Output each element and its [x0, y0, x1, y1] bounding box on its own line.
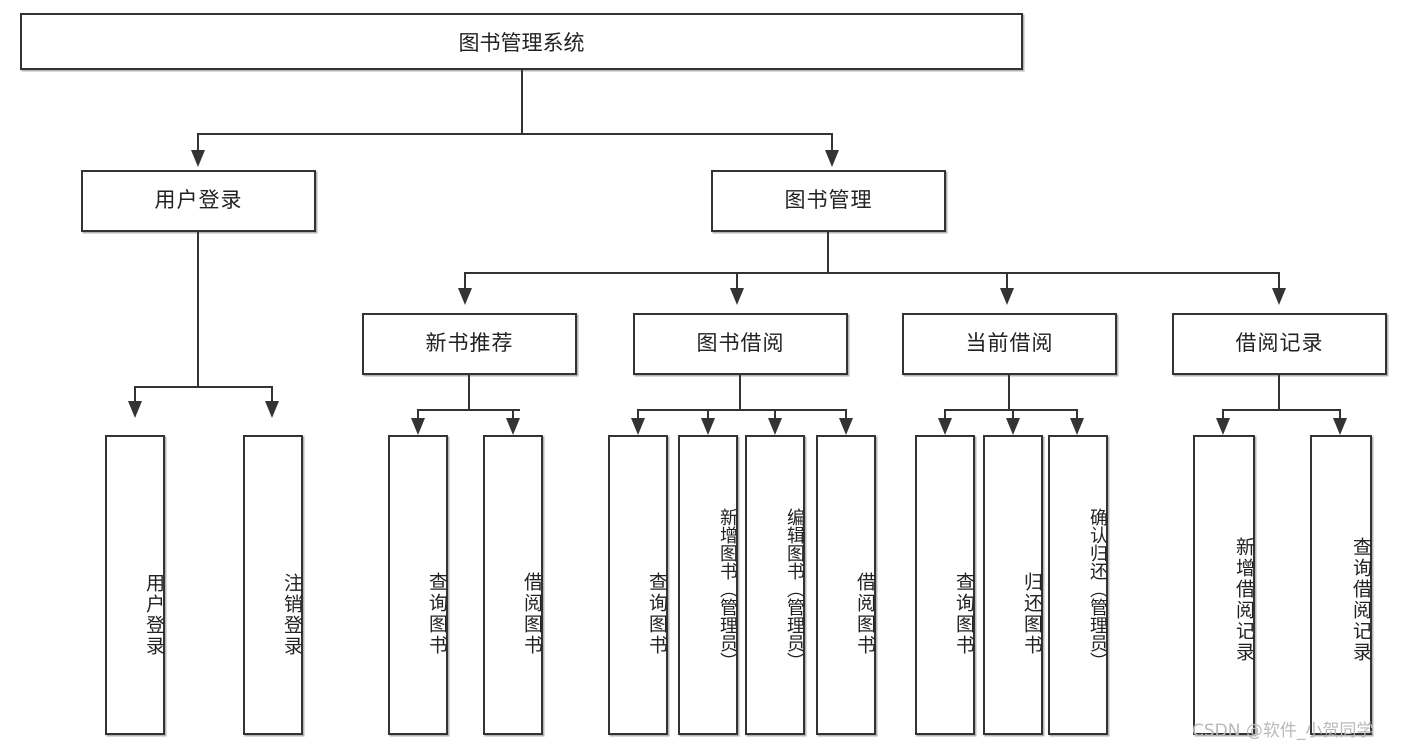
leaf-current-borrow-confirm-return[interactable]: 确认归还（管理员） — [1048, 435, 1108, 735]
arrow-new-book-leaf-2 — [506, 418, 520, 435]
connector-book-borrow-drop-4 — [845, 409, 847, 421]
connector-current-borrow-drop-1 — [944, 409, 946, 421]
connector-current-borrow-drop-2 — [1012, 409, 1014, 421]
arrow-user-login-leaf-1 — [128, 401, 142, 418]
arrow-user-login-leaf-2 — [265, 401, 279, 418]
arrow-book-borrow-leaf-2 — [701, 418, 715, 435]
connector-root-stem — [521, 70, 523, 134]
leaf-current-borrow-query[interactable]: 查询图书 — [915, 435, 975, 735]
node-current-borrow[interactable]: 当前借阅 — [902, 313, 1117, 375]
arrow-new-book-leaf-1 — [411, 418, 425, 435]
arrow-borrow-record-leaf-2 — [1333, 418, 1347, 435]
connector-current-borrow-stem — [1008, 375, 1010, 411]
leaf-borrow-record-query[interactable]: 查询借阅记录 — [1310, 435, 1372, 735]
connector-book-borrow-drop-1 — [637, 409, 639, 421]
connector-book-borrow-bus — [637, 409, 847, 411]
arrow-book-borrow-leaf-3 — [768, 418, 782, 435]
connector-user-login-stem — [197, 232, 199, 387]
connector-book-borrow-drop-2 — [707, 409, 709, 421]
connector-level2-drop-3 — [1006, 272, 1008, 290]
node-book-manage[interactable]: 图书管理 — [711, 170, 946, 232]
connector-user-login-drop-2 — [271, 386, 273, 404]
node-new-book-recommend[interactable]: 新书推荐 — [362, 313, 577, 375]
arrow-level2-book-borrow — [730, 288, 744, 305]
connector-book-manage-stem — [827, 232, 829, 274]
connector-new-book-bus — [417, 409, 520, 411]
connector-current-borrow-bus — [944, 409, 1078, 411]
connector-root-to-user-login — [197, 133, 199, 153]
arrow-borrow-record-leaf-1 — [1216, 418, 1230, 435]
connector-borrow-record-stem — [1278, 375, 1280, 411]
node-root-system[interactable]: 图书管理系统 — [20, 13, 1023, 70]
connector-user-login-drop-1 — [134, 386, 136, 404]
arrow-current-borrow-leaf-3 — [1070, 418, 1084, 435]
leaf-user-login-logout[interactable]: 注销登录 — [243, 435, 303, 735]
connector-new-book-stem — [468, 375, 470, 411]
connector-current-borrow-drop-3 — [1076, 409, 1078, 421]
connector-borrow-record-drop-1 — [1222, 409, 1224, 421]
node-borrow-record[interactable]: 借阅记录 — [1172, 313, 1387, 375]
connector-level2-drop-4 — [1278, 272, 1280, 290]
arrow-current-borrow-leaf-2 — [1006, 418, 1020, 435]
node-book-borrow[interactable]: 图书借阅 — [633, 313, 848, 375]
node-user-login[interactable]: 用户登录 — [81, 170, 316, 232]
connector-level2-drop-2 — [736, 272, 738, 290]
leaf-book-borrow-edit[interactable]: 编辑图书（管理员） — [745, 435, 805, 735]
leaf-user-login-login[interactable]: 用户登录 — [105, 435, 165, 735]
leaf-new-book-query[interactable]: 查询图书 — [388, 435, 448, 735]
leaf-book-borrow-query[interactable]: 查询图书 — [608, 435, 668, 735]
leaf-new-book-borrow[interactable]: 借阅图书 — [483, 435, 543, 735]
leaf-book-borrow-borrow[interactable]: 借阅图书 — [816, 435, 876, 735]
connector-user-login-bus — [134, 386, 271, 388]
connector-borrow-record-drop-2 — [1339, 409, 1341, 421]
connector-borrow-record-bus — [1222, 409, 1341, 411]
connector-level2-bus — [464, 272, 1280, 274]
arrow-level2-new-book — [458, 288, 472, 305]
connector-root-to-book-manage — [831, 133, 833, 153]
connector-book-borrow-drop-3 — [774, 409, 776, 421]
arrow-root-to-book-manage — [825, 150, 839, 167]
arrow-book-borrow-leaf-1 — [631, 418, 645, 435]
arrow-level2-current-borrow — [1000, 288, 1014, 305]
csdn-watermark: CSDN @软件_小贺同学 — [1192, 721, 1374, 741]
arrow-current-borrow-leaf-1 — [938, 418, 952, 435]
connector-new-book-drop-2 — [512, 409, 514, 421]
leaf-book-borrow-add[interactable]: 新增图书（管理员） — [678, 435, 738, 735]
leaf-borrow-record-add[interactable]: 新增借阅记录 — [1193, 435, 1255, 735]
connector-new-book-drop-1 — [417, 409, 419, 421]
arrow-book-borrow-leaf-4 — [839, 418, 853, 435]
connector-root-bus — [197, 133, 833, 135]
connector-level2-drop-1 — [464, 272, 466, 290]
connector-book-borrow-stem — [739, 375, 741, 411]
leaf-current-borrow-return[interactable]: 归还图书 — [983, 435, 1043, 735]
arrow-root-to-user-login — [191, 150, 205, 167]
arrow-level2-borrow-record — [1272, 288, 1286, 305]
